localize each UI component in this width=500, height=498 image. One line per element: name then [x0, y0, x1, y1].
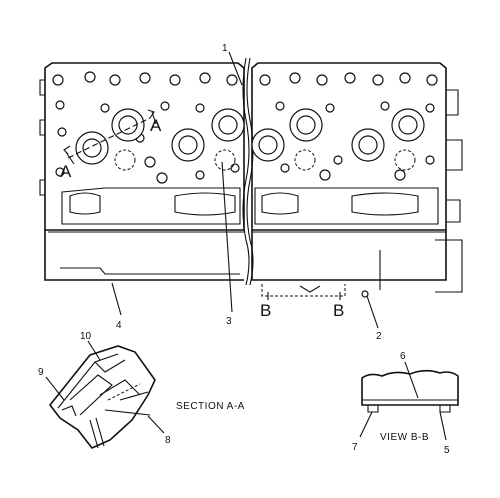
hidden-features	[114, 149, 416, 297]
callout-8: 8	[165, 435, 171, 446]
callout-7: 7	[352, 442, 358, 453]
callout-7-leader	[359, 411, 373, 438]
valve-bosses	[75, 108, 425, 165]
view-b-right-label: B	[333, 301, 344, 320]
callout-4-leader	[111, 282, 122, 316]
callout-2: 2	[376, 331, 382, 342]
view-b-b-drawing	[361, 369, 459, 413]
section-a-cut-line	[63, 109, 157, 165]
view-b-left-label: B	[260, 301, 271, 320]
callout-3: 3	[226, 316, 232, 327]
callout-1: 1	[222, 43, 228, 54]
cylinder-head-right-half	[251, 62, 463, 293]
section-a-right-label: A	[150, 116, 162, 135]
callout-9-leader	[45, 376, 65, 401]
callout-5-leader	[439, 411, 447, 441]
callout-10-leader	[87, 340, 101, 361]
callout-4: 4	[116, 320, 122, 331]
callout-1-leader	[228, 51, 243, 86]
callout-9: 9	[38, 367, 44, 378]
callout-10: 10	[80, 331, 92, 342]
callout-3-leader	[221, 161, 233, 313]
callout-5: 5	[444, 445, 450, 456]
view-b-b-caption: VIEW B-B	[380, 432, 429, 443]
section-a-left-label: A	[60, 162, 72, 181]
callout-6-leader	[404, 361, 419, 399]
bolt-holes	[52, 71, 438, 184]
callout-6: 6	[400, 351, 406, 362]
section-a-a-drawing	[48, 345, 156, 449]
callout-8-leader	[147, 415, 165, 434]
section-a-a-caption: SECTION A-A	[176, 401, 245, 412]
break-line	[242, 57, 250, 286]
callout-2-leader	[366, 295, 379, 329]
